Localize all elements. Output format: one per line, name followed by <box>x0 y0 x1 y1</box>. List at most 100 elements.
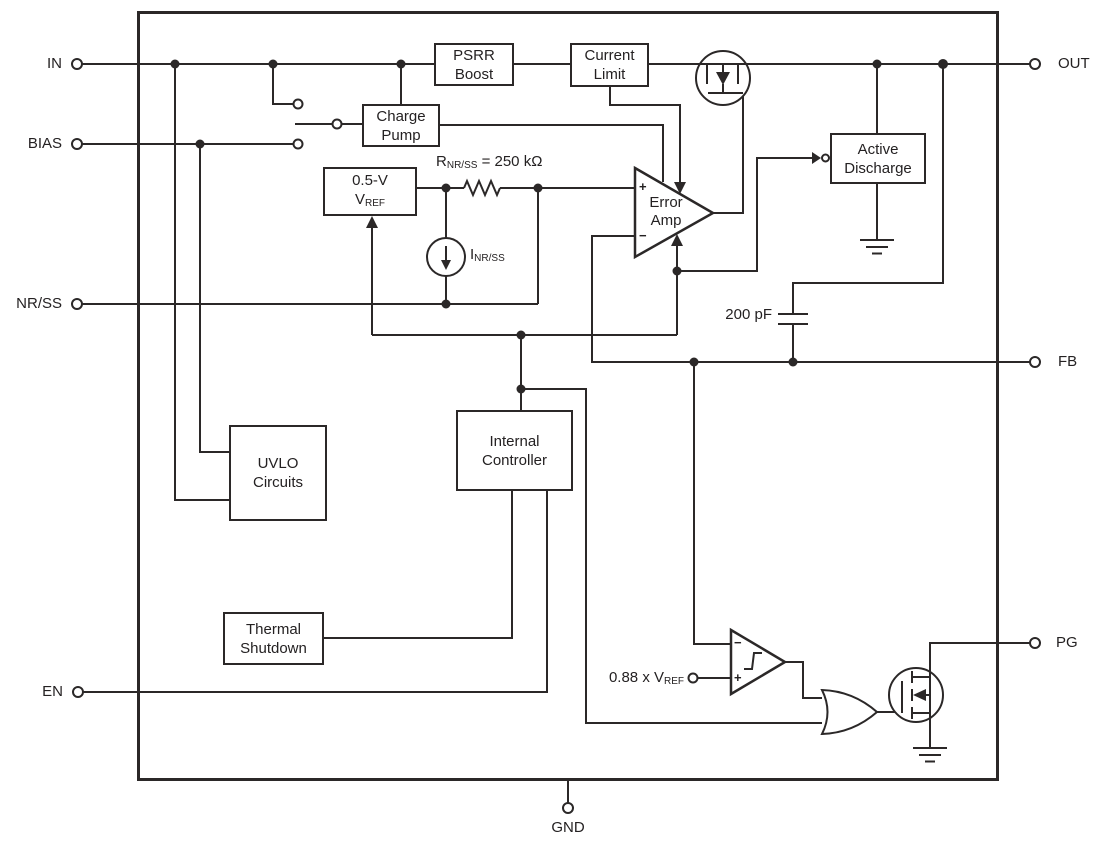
error-amp-triangle <box>633 165 716 260</box>
inrss-subscript: NR/SS <box>474 253 505 264</box>
pin-label-pg: PG <box>1056 634 1078 651</box>
wire-out-to-cap <box>792 64 944 314</box>
resistor-nrss <box>463 178 501 198</box>
pin-gnd <box>562 802 574 814</box>
pass-fet-symbol <box>696 63 750 94</box>
junction-dot <box>788 357 798 367</box>
wire-bias-to-uvlo <box>199 144 229 453</box>
pin-bias <box>71 138 83 150</box>
wire-charge-pump-to-error-amp <box>440 124 664 182</box>
wire-en <box>83 491 548 693</box>
pg-threshold-label: 0.88 x VREF <box>584 669 684 691</box>
block-psrr-boost: PSRR Boost <box>434 43 514 86</box>
capacitor-200pf <box>778 313 808 325</box>
thermal-shutdown-line1: Thermal <box>245 620 301 638</box>
switch-contact-bias <box>292 138 304 150</box>
pin-fb <box>1029 356 1041 368</box>
block-charge-pump: Charge Pump <box>362 104 440 147</box>
pin-en <box>72 686 84 698</box>
junction-dot <box>441 183 451 193</box>
inrss-symbol: I <box>470 246 475 263</box>
error-amp-minus-sign: − <box>639 228 647 243</box>
ground-symbol-active-discharge <box>860 239 894 255</box>
switch-pole <box>331 118 343 130</box>
psrr-boost-line1: PSRR <box>453 46 495 64</box>
error-amp-label: Error Amp <box>637 194 695 230</box>
arrowhead-into-active-discharge <box>812 152 821 164</box>
pin-label-fb: FB <box>1058 353 1078 370</box>
thermal-shutdown-line2: Shutdown <box>240 639 307 657</box>
block-thermal-shutdown: Thermal Shutdown <box>223 612 324 665</box>
pin-label-bias: BIAS <box>27 135 62 152</box>
active-discharge-line2: Discharge <box>844 159 912 177</box>
junction-dot <box>533 183 543 193</box>
pin-label-in: IN <box>47 55 62 72</box>
vref-line2: VREF <box>355 190 385 213</box>
rnrss-label: RNR/SS = 250 kΩ <box>436 153 542 175</box>
pin-out <box>1029 58 1041 70</box>
ground-symbol-pg-fet <box>913 747 947 763</box>
pg-fet-arrow <box>913 689 926 701</box>
block-vref: 0.5-V VREF <box>323 167 417 216</box>
internal-controller-line2: Controller <box>481 451 548 469</box>
wire-control-to-or-gate <box>521 388 822 724</box>
vref-line1: 0.5-V <box>352 171 388 189</box>
junction-dot <box>689 357 699 367</box>
pin-label-nrss: NR/SS <box>16 295 62 312</box>
error-amp-line2: Amp <box>650 212 682 229</box>
current-limit-line1: Current <box>584 47 635 64</box>
or-gate <box>820 688 879 736</box>
comparator-minus-sign: − <box>734 635 742 650</box>
wire-fb <box>591 235 1030 363</box>
junction-dot <box>396 59 406 69</box>
wire-in-to-switch <box>272 64 293 105</box>
pg-comparator-triangle <box>729 627 788 697</box>
uvlo-line2: Circuits <box>252 474 303 491</box>
pin-label-en: EN <box>42 683 63 700</box>
wire-current-limit-to-error-amp <box>609 86 681 185</box>
wire-comparator-to-or-gate <box>785 661 822 699</box>
junction-dot <box>672 266 682 276</box>
pin-pg <box>1029 637 1041 649</box>
vref-subscript: REF <box>365 197 385 209</box>
vref-symbol: V <box>354 190 365 208</box>
junction-dot <box>170 59 180 69</box>
internal-controller-line1: Internal <box>489 432 540 450</box>
rnrss-subscript: NR/SS <box>446 160 478 171</box>
threshold-node-circle <box>687 672 699 684</box>
pg-fet-symbol <box>901 671 931 719</box>
rnrss-symbol: R <box>436 153 447 170</box>
current-limit-line2: Limit <box>593 66 626 83</box>
junction-dot <box>441 299 451 309</box>
junction-dot <box>872 59 882 69</box>
wire-in-to-uvlo <box>174 64 229 501</box>
junction-dot <box>268 59 278 69</box>
switch-contact-in <box>292 98 304 110</box>
block-current-limit: Current Limit <box>570 43 649 87</box>
block-uvlo: UVLO Circuits <box>229 425 327 521</box>
hysteresis-icon <box>744 652 762 670</box>
block-internal-controller: Internal Controller <box>456 410 573 491</box>
wire-error-amp-to-fet-gate <box>713 93 744 214</box>
cap-label: 200 pF <box>725 306 772 323</box>
active-discharge-line1: Active <box>857 140 899 158</box>
pg-threshold-value: 0.88 x V <box>608 669 664 686</box>
pin-nrss <box>71 298 83 310</box>
arrowhead-into-error-amp-bottom <box>671 234 683 246</box>
junction-dot <box>516 384 526 394</box>
arrowhead-into-vref <box>366 216 378 228</box>
pass-fet-arrow <box>716 72 730 85</box>
pg-threshold-subscript: REF <box>664 676 684 687</box>
rnrss-value: = 250 kΩ <box>477 153 543 170</box>
error-amp-line1: Error <box>649 194 683 211</box>
charge-pump-line2: Pump <box>381 126 421 144</box>
wire-control-to-active-discharge <box>677 157 812 272</box>
junction-dot <box>938 59 948 69</box>
pin-in <box>71 58 83 70</box>
psrr-boost-line2: Boost <box>454 65 494 83</box>
block-active-discharge: Active Discharge <box>830 133 926 184</box>
error-amp-plus-sign: + <box>639 179 647 194</box>
junction-dot <box>195 139 205 149</box>
